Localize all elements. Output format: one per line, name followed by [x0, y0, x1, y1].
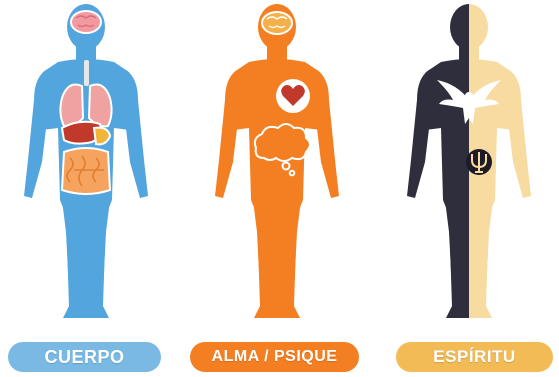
- spirit-label: ESPÍRITU: [396, 342, 553, 372]
- liver-icon: [60, 120, 112, 146]
- body-figure: [0, 0, 186, 335]
- intestines-icon: [60, 147, 112, 195]
- dove-icon: [437, 80, 501, 124]
- human-silhouette-orange: [215, 4, 339, 318]
- thought-cloud-icon: [253, 123, 311, 177]
- soul-figure: [186, 0, 372, 335]
- soul-label: ALMA / PSIQUE: [190, 342, 359, 372]
- spirit-figure: [373, 0, 559, 335]
- brain-icon: [261, 11, 293, 35]
- body-label: CUERPO: [8, 342, 161, 372]
- trachea-icon: [84, 60, 89, 86]
- heart-icon: [276, 79, 310, 113]
- psi-symbol-icon: [466, 149, 492, 175]
- brain-icon: [70, 10, 102, 34]
